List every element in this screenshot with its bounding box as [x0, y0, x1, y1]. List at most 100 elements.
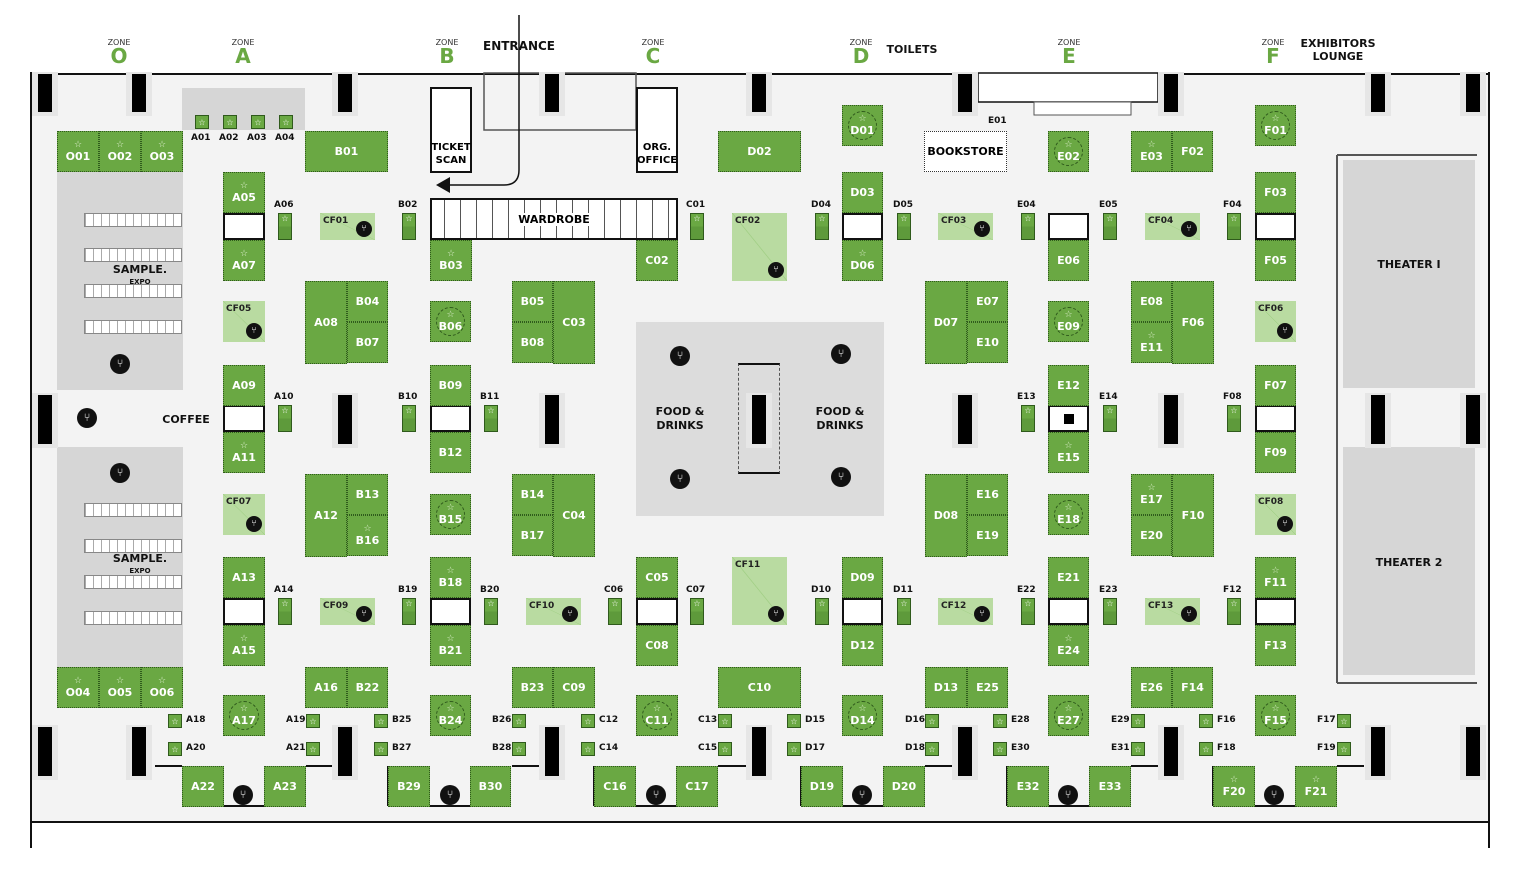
- booth-c07[interactable]: ☆: [690, 598, 704, 625]
- booth-a21[interactable]: ☆: [306, 742, 320, 756]
- theater-2[interactable]: [1343, 447, 1475, 675]
- booth-e27[interactable]: ☆E27: [1048, 695, 1089, 736]
- booth-a03[interactable]: ☆: [251, 115, 265, 129]
- booth-a08[interactable]: A08: [305, 281, 347, 364]
- booth-e28[interactable]: ☆: [993, 714, 1007, 728]
- booth-b08[interactable]: B08: [512, 322, 553, 363]
- booth-a19[interactable]: ☆: [306, 714, 320, 728]
- booth-a22[interactable]: A22: [182, 766, 224, 807]
- booth-d17[interactable]: ☆: [787, 742, 801, 756]
- booth-b30[interactable]: B30: [470, 766, 511, 807]
- booth-e20[interactable]: E20: [1131, 515, 1172, 556]
- booth-a07[interactable]: ☆A07: [223, 240, 265, 281]
- booth-e04[interactable]: ☆: [1021, 213, 1035, 240]
- booth-c12[interactable]: ☆: [581, 714, 595, 728]
- booth-b01[interactable]: B01: [305, 131, 388, 172]
- booth-b23[interactable]: B23: [512, 667, 553, 708]
- booth-a10[interactable]: ☆: [278, 405, 292, 432]
- booth-b16[interactable]: ☆B16: [347, 515, 388, 556]
- booth-e16[interactable]: E16: [967, 474, 1008, 515]
- booth-a13[interactable]: A13: [223, 557, 265, 598]
- booth-e02[interactable]: ☆E02: [1048, 131, 1089, 172]
- booth-c03[interactable]: C03: [553, 281, 595, 364]
- booth-d14[interactable]: ☆D14: [842, 695, 883, 736]
- booth-a16[interactable]: A16: [305, 667, 347, 708]
- booth-a01[interactable]: ☆: [195, 115, 209, 129]
- booth-b06[interactable]: ☆B06: [430, 301, 471, 342]
- booth-a04[interactable]: ☆: [279, 115, 293, 129]
- booth-b29[interactable]: B29: [388, 766, 430, 807]
- booth-a23[interactable]: A23: [264, 766, 306, 807]
- booth-c13[interactable]: ☆: [718, 714, 732, 728]
- booth-f08[interactable]: ☆: [1227, 405, 1241, 432]
- booth-f01[interactable]: ☆F01: [1255, 105, 1296, 146]
- booth-c09[interactable]: C09: [553, 667, 595, 708]
- booth-a02[interactable]: ☆: [223, 115, 237, 129]
- booth-d20[interactable]: D20: [883, 766, 925, 807]
- booth-a20[interactable]: ☆: [168, 742, 182, 756]
- booth-b12[interactable]: B12: [430, 432, 471, 473]
- booth-f16[interactable]: ☆: [1199, 714, 1213, 728]
- booth-c14[interactable]: ☆: [581, 742, 595, 756]
- booth-f06[interactable]: F06: [1172, 281, 1214, 364]
- booth-f14[interactable]: F14: [1172, 667, 1213, 708]
- booth-d05[interactable]: ☆: [897, 213, 911, 240]
- booth-c01[interactable]: ☆: [690, 213, 704, 240]
- booth-o06[interactable]: ☆O06: [141, 667, 183, 708]
- booth-a11[interactable]: ☆A11: [223, 432, 265, 473]
- booth-c10[interactable]: C10: [718, 667, 801, 708]
- booth-c06[interactable]: ☆: [608, 598, 622, 625]
- booth-b05[interactable]: B05: [512, 281, 553, 322]
- booth-f13[interactable]: F13: [1255, 625, 1296, 666]
- booth-e06[interactable]: E06: [1048, 240, 1089, 281]
- booth-d07[interactable]: D07: [925, 281, 967, 364]
- booth-d16[interactable]: ☆: [925, 714, 939, 728]
- booth-e13[interactable]: ☆: [1021, 405, 1035, 432]
- booth-e10[interactable]: E10: [967, 322, 1008, 363]
- booth-d04[interactable]: ☆: [815, 213, 829, 240]
- booth-e30[interactable]: ☆: [993, 742, 1007, 756]
- booth-f10[interactable]: F10: [1172, 474, 1214, 557]
- booth-o03[interactable]: ☆O03: [141, 131, 183, 172]
- booth-o04[interactable]: ☆O04: [57, 667, 99, 708]
- booth-b26[interactable]: ☆: [512, 714, 526, 728]
- booth-o01[interactable]: ☆O01: [57, 131, 99, 172]
- booth-e24[interactable]: ☆E24: [1048, 625, 1089, 666]
- booth-o02[interactable]: ☆O02: [99, 131, 141, 172]
- booth-b02[interactable]: ☆: [402, 213, 416, 240]
- booth-f03[interactable]: F03: [1255, 172, 1296, 213]
- booth-d10[interactable]: ☆: [815, 598, 829, 625]
- booth-e03[interactable]: ☆E03: [1131, 131, 1172, 172]
- booth-a18[interactable]: ☆: [168, 714, 182, 728]
- booth-b11[interactable]: ☆: [484, 405, 498, 432]
- booth-b19[interactable]: ☆: [402, 598, 416, 625]
- booth-c17[interactable]: C17: [676, 766, 718, 807]
- booth-f12[interactable]: ☆: [1227, 598, 1241, 625]
- booth-b25[interactable]: ☆: [374, 714, 388, 728]
- bookstore[interactable]: BOOKSTORE: [924, 131, 1007, 172]
- booth-b18[interactable]: ☆B18: [430, 557, 471, 598]
- booth-c11[interactable]: ☆C11: [636, 695, 678, 736]
- booth-f09[interactable]: F09: [1255, 432, 1296, 473]
- booth-f15[interactable]: ☆F15: [1255, 695, 1296, 736]
- booth-b22[interactable]: B22: [347, 667, 388, 708]
- booth-o05[interactable]: ☆O05: [99, 667, 141, 708]
- booth-c04[interactable]: C04: [553, 474, 595, 557]
- booth-e32[interactable]: E32: [1007, 766, 1049, 807]
- booth-b17[interactable]: B17: [512, 515, 553, 556]
- booth-e07[interactable]: E07: [967, 281, 1008, 322]
- booth-c02[interactable]: C02: [636, 240, 678, 281]
- booth-b13[interactable]: B13: [347, 474, 388, 515]
- booth-f20[interactable]: ☆F20: [1213, 766, 1255, 807]
- booth-a12[interactable]: A12: [305, 474, 347, 557]
- booth-e12[interactable]: E12: [1048, 365, 1089, 406]
- booth-d02[interactable]: D02: [718, 131, 801, 172]
- booth-e23[interactable]: ☆: [1103, 598, 1117, 625]
- booth-e19[interactable]: E19: [967, 515, 1008, 556]
- booth-d01[interactable]: ☆D01: [842, 105, 883, 146]
- booth-f21[interactable]: ☆F21: [1295, 766, 1337, 807]
- booth-c05[interactable]: C05: [636, 557, 678, 598]
- booth-e17[interactable]: ☆E17: [1131, 474, 1172, 515]
- booth-b28[interactable]: ☆: [512, 742, 526, 756]
- booth-b21[interactable]: ☆B21: [430, 625, 471, 666]
